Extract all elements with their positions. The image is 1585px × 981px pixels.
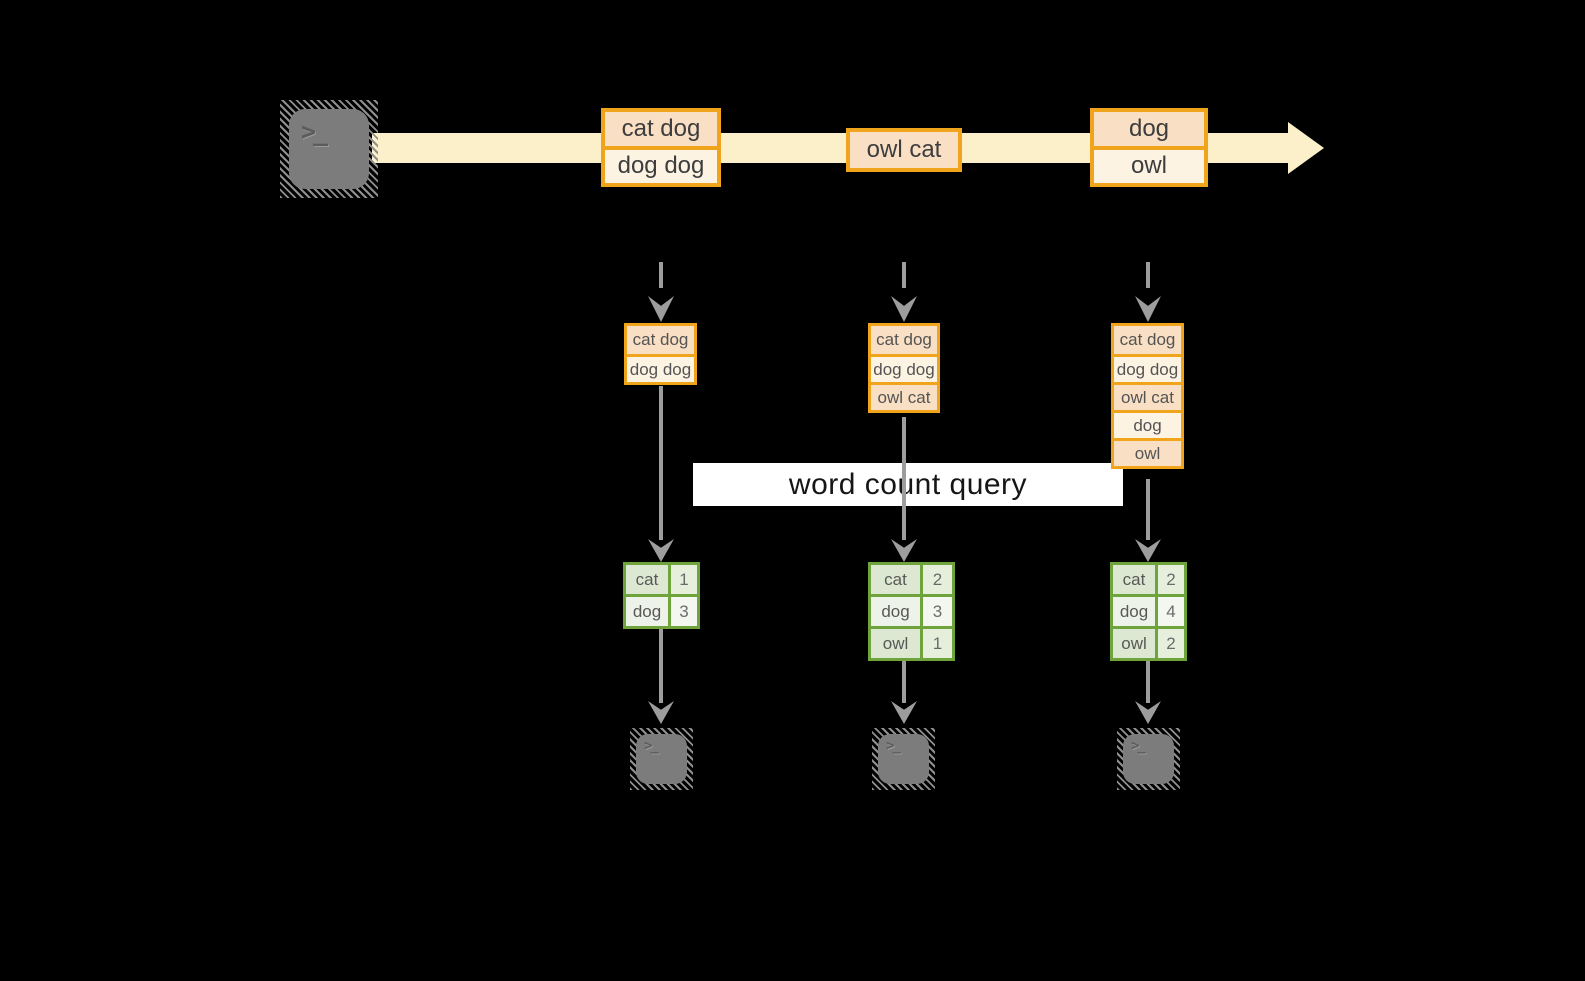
terminal-screen: >_ bbox=[1123, 734, 1174, 784]
result-word-cell: owl bbox=[1113, 629, 1155, 658]
query-arrow-line-2 bbox=[902, 417, 906, 540]
result-count-cell: 3 bbox=[671, 597, 697, 626]
result-word-cell: owl bbox=[871, 629, 920, 658]
stream-batch-box-3: dog owl bbox=[1090, 108, 1208, 187]
sink-terminal-icon-3: >_ bbox=[1117, 728, 1180, 790]
ingest-arrowhead-icon-2 bbox=[891, 296, 917, 322]
input-record: dog dog bbox=[871, 354, 937, 382]
word-count-query-label: word count query bbox=[693, 463, 1123, 506]
result-word-cell: dog bbox=[871, 597, 920, 626]
output-arrowhead-icon-2 bbox=[891, 701, 917, 724]
output-arrow-line-1 bbox=[659, 629, 663, 703]
result-count-cell: 2 bbox=[1158, 565, 1184, 594]
ingest-arrowhead-icon-3 bbox=[1135, 296, 1161, 322]
input-record: dog dog bbox=[1114, 354, 1181, 382]
query-arrowhead-icon-1 bbox=[648, 539, 674, 562]
input-record: dog dog bbox=[627, 354, 694, 382]
source-terminal-icon: >_ bbox=[280, 100, 378, 198]
result-word-cell: dog bbox=[626, 597, 668, 626]
result-count-cell: 1 bbox=[671, 565, 697, 594]
input-table-stack-3: cat dog dog dog owl cat dog owl bbox=[1111, 323, 1184, 469]
query-arrow-line-1 bbox=[659, 386, 663, 540]
input-record: dog bbox=[1114, 410, 1181, 438]
result-count-cell: 3 bbox=[923, 597, 952, 626]
output-arrow-line-2 bbox=[902, 661, 906, 703]
result-count-cell: 4 bbox=[1158, 597, 1184, 626]
sink-terminal-icon-2: >_ bbox=[872, 728, 935, 790]
stream-record: cat dog bbox=[605, 112, 717, 146]
ingest-arrow-dash-3 bbox=[1146, 262, 1150, 288]
terminal-prompt-icon: >_ bbox=[644, 738, 659, 754]
ingest-arrow-dash-1 bbox=[659, 262, 663, 288]
query-arrowhead-icon-3 bbox=[1135, 539, 1161, 562]
input-record: cat dog bbox=[871, 326, 937, 354]
result-word-cell: cat bbox=[626, 565, 668, 594]
output-arrowhead-icon-3 bbox=[1135, 701, 1161, 724]
terminal-prompt-icon: >_ bbox=[886, 738, 901, 754]
result-word-cell: cat bbox=[1113, 565, 1155, 594]
input-record: owl cat bbox=[871, 382, 937, 410]
input-record: owl bbox=[1114, 438, 1181, 466]
stream-batch-box-1: cat dog dog dog bbox=[601, 108, 721, 187]
ingest-arrow-dash-2 bbox=[902, 262, 906, 288]
query-arrowhead-icon-2 bbox=[891, 539, 917, 562]
stream-record: owl bbox=[1094, 145, 1204, 183]
terminal-screen: >_ bbox=[289, 109, 369, 189]
terminal-prompt-icon: >_ bbox=[1131, 738, 1146, 754]
stream-timeline-arrowhead-icon bbox=[1288, 122, 1324, 174]
output-arrowhead-icon-1 bbox=[648, 701, 674, 724]
result-count-cell: 2 bbox=[1158, 629, 1184, 658]
result-table-1: cat 1 dog 3 bbox=[623, 562, 700, 629]
result-word-cell: cat bbox=[871, 565, 920, 594]
terminal-screen: >_ bbox=[636, 734, 687, 784]
stream-record: dog dog bbox=[605, 145, 717, 183]
query-arrow-line-3 bbox=[1146, 479, 1150, 540]
result-table-2: cat 2 dog 3 owl 1 bbox=[868, 562, 955, 661]
input-record: owl cat bbox=[1114, 382, 1181, 410]
stream-record: owl cat bbox=[850, 132, 958, 168]
result-count-cell: 2 bbox=[923, 565, 952, 594]
sink-terminal-icon-1: >_ bbox=[630, 728, 693, 790]
input-record: cat dog bbox=[627, 326, 694, 354]
terminal-screen: >_ bbox=[878, 734, 929, 784]
input-table-stack-1: cat dog dog dog bbox=[624, 323, 697, 385]
input-table-stack-2: cat dog dog dog owl cat bbox=[868, 323, 940, 413]
ingest-arrowhead-icon-1 bbox=[648, 296, 674, 322]
result-word-cell: dog bbox=[1113, 597, 1155, 626]
stream-record: dog bbox=[1094, 112, 1204, 146]
output-arrow-line-3 bbox=[1146, 661, 1150, 703]
stream-batch-box-2: owl cat bbox=[846, 128, 962, 172]
input-record: cat dog bbox=[1114, 326, 1181, 354]
result-count-cell: 1 bbox=[923, 629, 952, 658]
terminal-prompt-icon: >_ bbox=[301, 117, 328, 146]
result-table-3: cat 2 dog 4 owl 2 bbox=[1110, 562, 1187, 661]
